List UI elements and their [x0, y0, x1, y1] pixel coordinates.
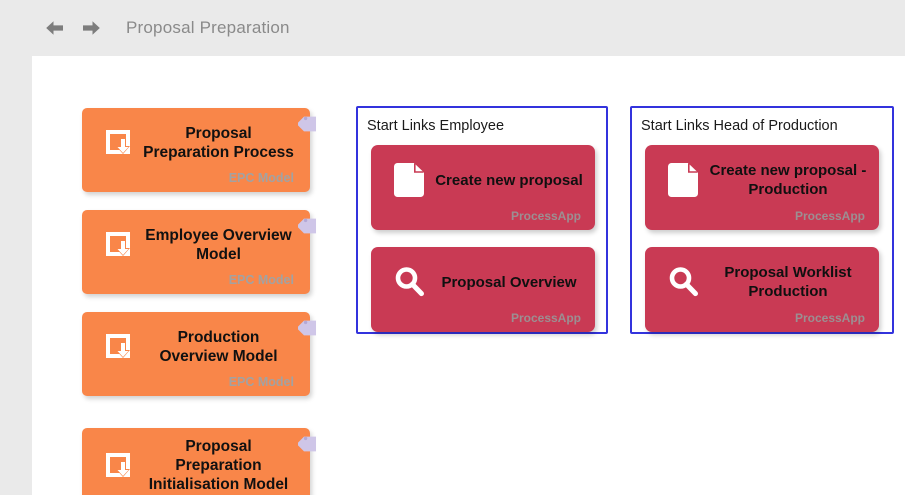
group-title: Start Links Employee: [367, 118, 505, 134]
arrow-left-icon: [44, 19, 66, 37]
model-card-employee-overview-model[interactable]: Employee Overview Model EPC Model: [82, 210, 317, 294]
app-card-type-label: ProcessApp: [794, 209, 865, 223]
app-card-type-label: ProcessApp: [794, 311, 865, 325]
search-icon: [389, 262, 429, 302]
app-card-content: Proposal Overview: [379, 254, 587, 310]
model-card-proposal-preparation-initialisation-model[interactable]: Proposal Preparation Initialisation Mode…: [82, 428, 317, 495]
group-title: Start Links Head of Production: [641, 118, 838, 134]
app-card-title: Proposal Worklist Production: [724, 264, 852, 300]
group-start-links-employee: Start Links Employee Create new proposal…: [356, 106, 608, 334]
model-card-proposal-preparation-process[interactable]: Proposal Preparation Process EPC Model: [82, 108, 317, 192]
model-card-title: Employee Overview Model: [145, 227, 292, 263]
app-card-title: Create new proposal: [435, 171, 583, 189]
search-icon: [663, 262, 703, 302]
model-card-production-overview-model[interactable]: Production Overview Model EPC Model: [82, 312, 317, 396]
app-card-proposal-overview[interactable]: Proposal Overview ProcessApp: [371, 247, 595, 332]
model-card-type-label: EPC Model: [228, 171, 294, 185]
content-canvas: Proposal Preparation Process EPC Model: [32, 56, 905, 495]
document-icon: [663, 160, 703, 200]
epc-model-icon: [99, 446, 139, 486]
app-card-content: Create new proposal: [379, 152, 587, 208]
app-card-create-new-proposal-production[interactable]: Create new proposal - Production Process…: [645, 145, 879, 230]
model-card-content: Employee Overview Model: [92, 219, 300, 271]
app-card-type-label: ProcessApp: [510, 311, 581, 325]
app-card-type-label: ProcessApp: [510, 209, 581, 223]
app-card-content: Proposal Worklist Production: [653, 254, 871, 310]
epc-model-icon: [99, 123, 139, 163]
app-card-title: Proposal Overview: [441, 273, 577, 291]
page-title: Proposal Preparation: [126, 18, 290, 37]
model-card-content: Proposal Preparation Initialisation Mode…: [92, 437, 300, 494]
back-button[interactable]: [42, 15, 68, 41]
app-card-title: Create new proposal - Production: [709, 162, 867, 198]
epc-model-icon: [99, 225, 139, 265]
group-start-links-head-of-production: Start Links Head of Production Create ne…: [630, 106, 894, 334]
app-card-content: Create new proposal - Production: [653, 152, 871, 208]
model-card-list: Proposal Preparation Process EPC Model: [82, 108, 322, 495]
arrow-right-icon: [80, 19, 102, 37]
tag-icon: [296, 316, 322, 340]
model-card-title: Proposal Preparation Process: [143, 125, 294, 161]
group-body: Create new proposal ProcessApp Proposal …: [358, 135, 606, 332]
model-card-type-label: EPC Model: [228, 273, 294, 287]
model-card-content: Proposal Preparation Process: [92, 117, 300, 169]
model-card-content: Production Overview Model: [92, 321, 300, 373]
tag-icon: [296, 432, 322, 456]
app-card-create-new-proposal[interactable]: Create new proposal ProcessApp: [371, 145, 595, 230]
group-body: Create new proposal - Production Process…: [632, 135, 892, 332]
app-card-proposal-worklist-production[interactable]: Proposal Worklist Production ProcessApp: [645, 247, 879, 332]
tag-icon: [296, 112, 322, 136]
epc-model-icon: [99, 327, 139, 367]
tag-icon: [296, 214, 322, 238]
forward-button[interactable]: [78, 15, 104, 41]
model-card-type-label: EPC Model: [228, 375, 294, 389]
model-card-title: Production Overview Model: [159, 329, 278, 365]
document-icon: [389, 160, 429, 200]
model-card-title: Proposal Preparation Initialisation Mode…: [148, 438, 289, 493]
top-navigation-bar: Proposal Preparation: [0, 0, 905, 56]
